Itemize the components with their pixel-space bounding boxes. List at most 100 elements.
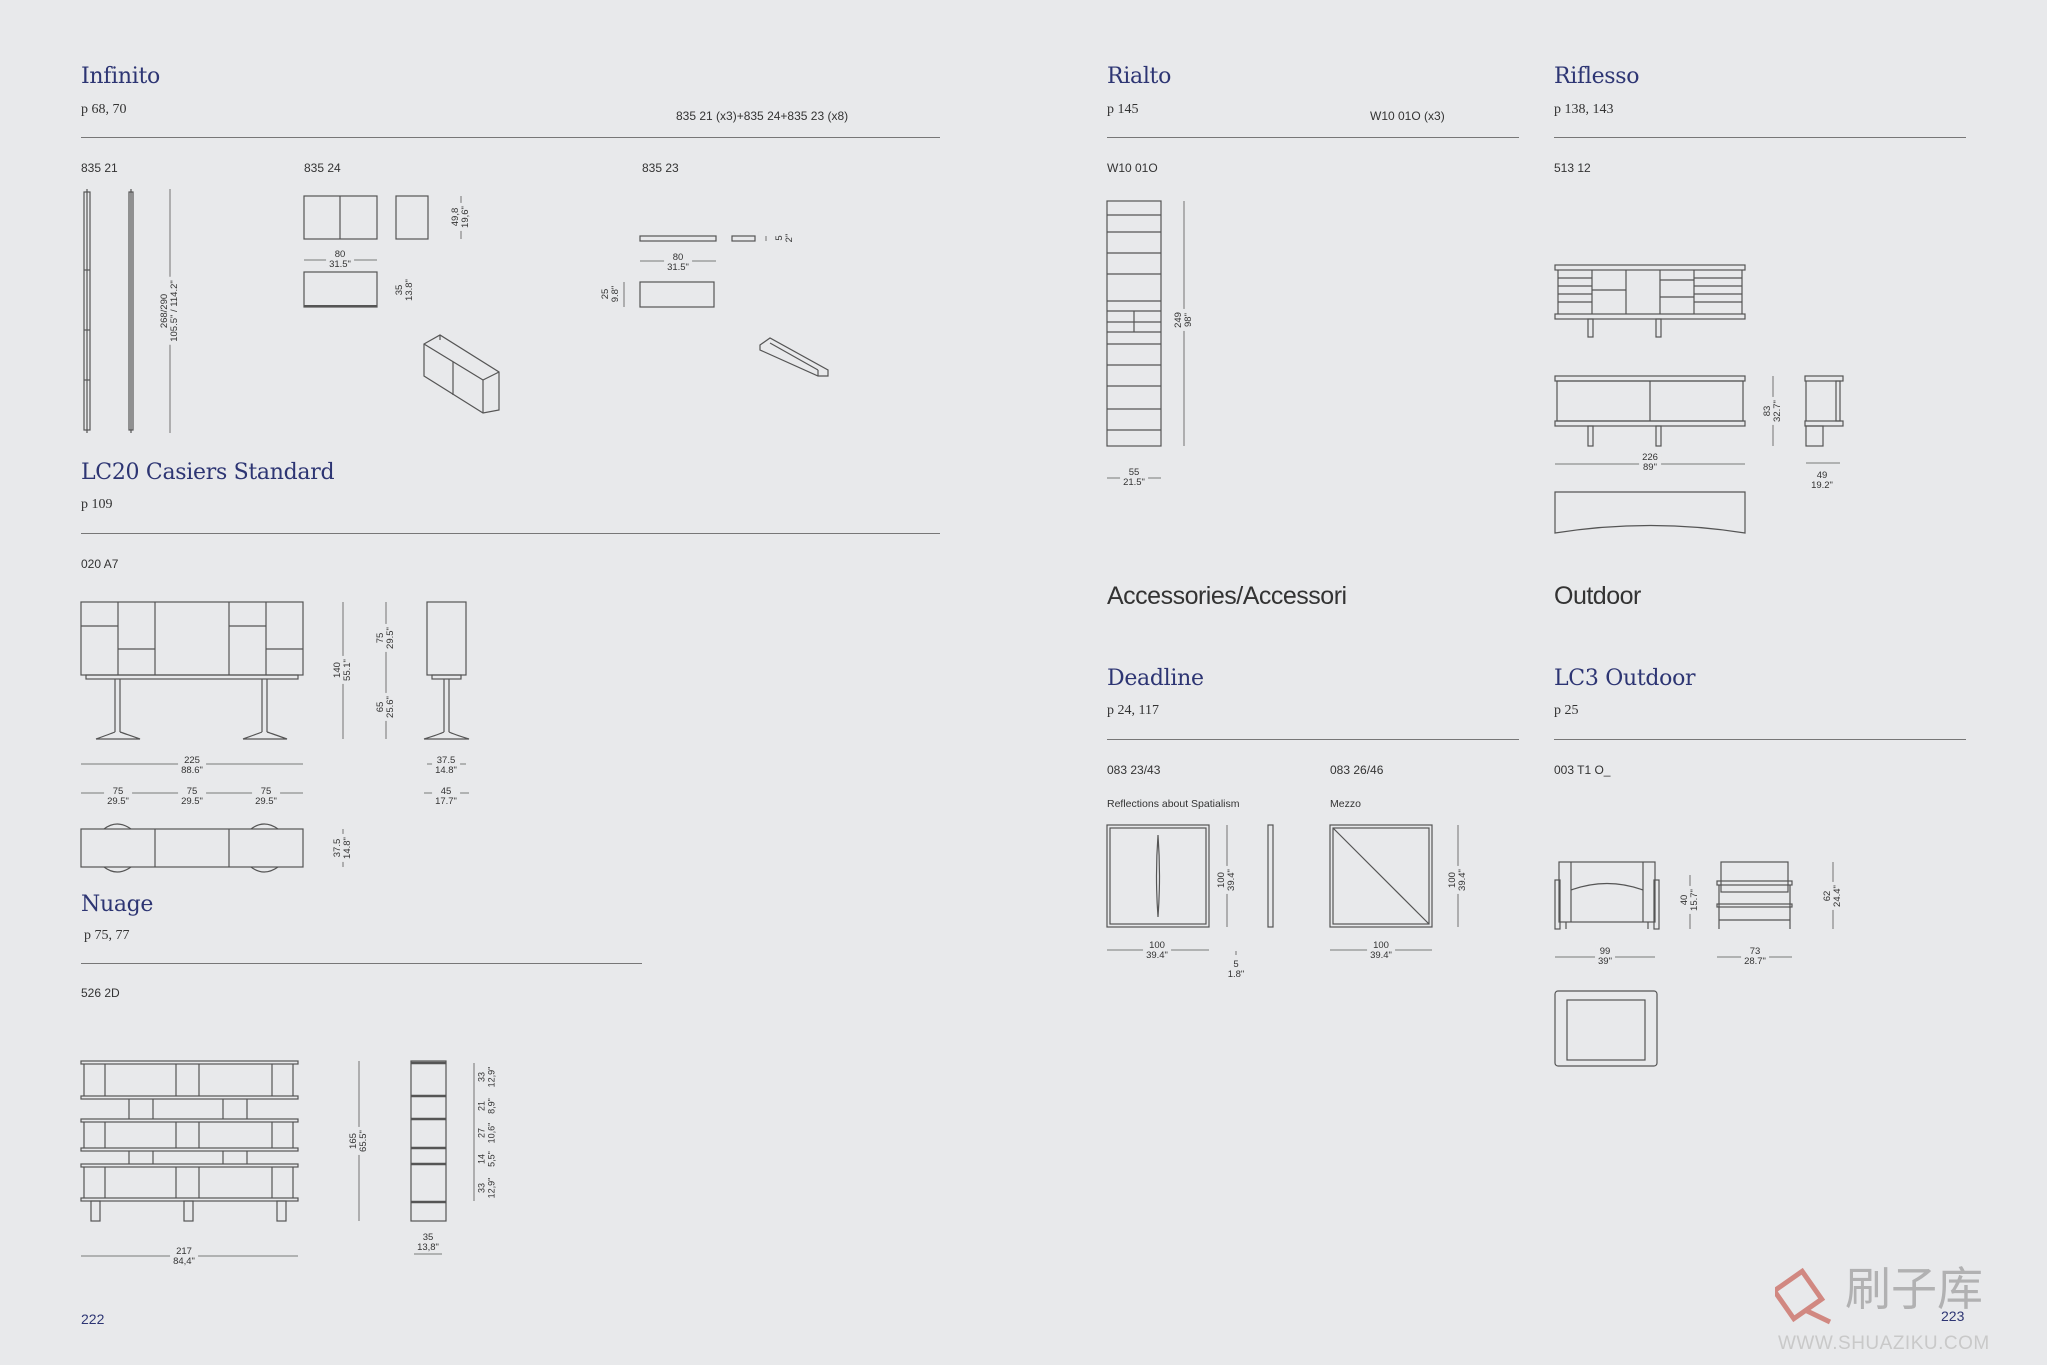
deadline-mezzo-drawing	[1329, 824, 1433, 928]
accessories-heading: Accessories/Accessori	[1107, 582, 1347, 610]
infinito-title: Infinito	[81, 64, 160, 89]
deadline-title: Deadline	[1107, 666, 1204, 691]
deadline-divider	[1107, 739, 1519, 740]
svg-text:刷子库: 刷子库	[1845, 1262, 1983, 1316]
infinito-code-1: 835 21	[81, 161, 118, 175]
lc20-code: 020 A7	[81, 557, 119, 571]
lc3-code: 003 T1 O_	[1554, 763, 1611, 777]
infinito-composition: 835 21 (x3)+835 24+835 23 (x8)	[676, 109, 849, 123]
lc3-armchair-plan-drawing	[1554, 990, 1658, 1067]
riflesso-sideboard-open-drawing	[1554, 264, 1746, 338]
rialto-composition: W10 01O (x3)	[1370, 109, 1445, 123]
infinito-pole-side-drawing	[128, 189, 134, 433]
cabinet-835-24-top-drawing	[303, 271, 378, 308]
shelf-835-23-top-drawing	[639, 281, 715, 308]
lc3-title: LC3 Outdoor	[1554, 666, 1696, 691]
lc20-title: LC20 Casiers Standard	[81, 460, 335, 485]
cabinet-835-24-isometric-drawing	[423, 334, 500, 414]
riflesso-sideboard-front-drawing	[1554, 375, 1746, 447]
cabinet-835-24-side-drawing	[395, 195, 429, 240]
infinito-divider	[81, 137, 940, 138]
lc3-page-refs: p 25	[1554, 703, 1579, 718]
infinito-page-refs: p 68, 70	[81, 102, 127, 117]
shelf-835-23-dimension-lines	[623, 236, 767, 307]
shelf-835-23-front-drawing	[639, 235, 756, 242]
infinito-code-2: 835 24	[304, 161, 341, 175]
lc20-front-drawing	[80, 601, 304, 740]
lc20-page-refs: p 109	[81, 497, 113, 512]
deadline-model-name-2: Mezzo	[1330, 798, 1361, 810]
nuage-code: 526 2D	[81, 986, 120, 1000]
nuage-divider	[81, 963, 642, 964]
infinito-code-3: 835 23	[642, 161, 679, 175]
rialto-title: Rialto	[1107, 64, 1172, 89]
nuage-side-drawing	[410, 1060, 447, 1222]
rialto-dimension-lines	[1107, 201, 1185, 479]
lc20-side-drawing	[423, 601, 470, 740]
deadline-code-2: 083 26/46	[1330, 763, 1384, 777]
deadline-model-name-1: Reflections about Spatialism	[1107, 798, 1240, 810]
rialto-code: W10 01O	[1107, 161, 1158, 175]
riflesso-divider	[1554, 137, 1966, 138]
deadline-page-refs: p 24, 117	[1107, 703, 1159, 718]
nuage-front-drawing	[80, 1060, 299, 1222]
lc20-plan-drawing	[80, 823, 304, 873]
shelf-835-23-isometric-drawing	[759, 337, 829, 377]
riflesso-code: 513 12	[1554, 161, 1591, 175]
riflesso-dimension-lines	[1555, 376, 1840, 465]
nuage-dimension-lines	[81, 1061, 475, 1257]
lc3-armchair-front-drawing	[1554, 861, 1660, 930]
cabinet-835-24-front-drawing	[303, 195, 378, 240]
page-number-right: 223	[1941, 1308, 1965, 1324]
page-number-left: 222	[81, 1311, 105, 1327]
watermark-url: WWW.SHUAZIKU.COM	[1778, 1333, 1990, 1354]
nuage-page-refs: p 75, 77	[84, 928, 130, 943]
riflesso-page-refs: p 138, 143	[1554, 102, 1614, 117]
lc3-armchair-side-drawing	[1716, 861, 1793, 929]
nuage-title: Nuage	[81, 892, 154, 917]
deadline-code-1: 083 23/43	[1107, 763, 1161, 777]
riflesso-sideboard-plan-drawing	[1554, 491, 1746, 534]
rialto-divider	[1107, 137, 1519, 138]
watermark-logo: 刷子库	[1775, 1262, 1983, 1325]
lc20-divider	[81, 533, 940, 534]
rialto-bookcase-drawing	[1106, 200, 1162, 447]
infinito-pole-front-drawing	[83, 189, 91, 433]
